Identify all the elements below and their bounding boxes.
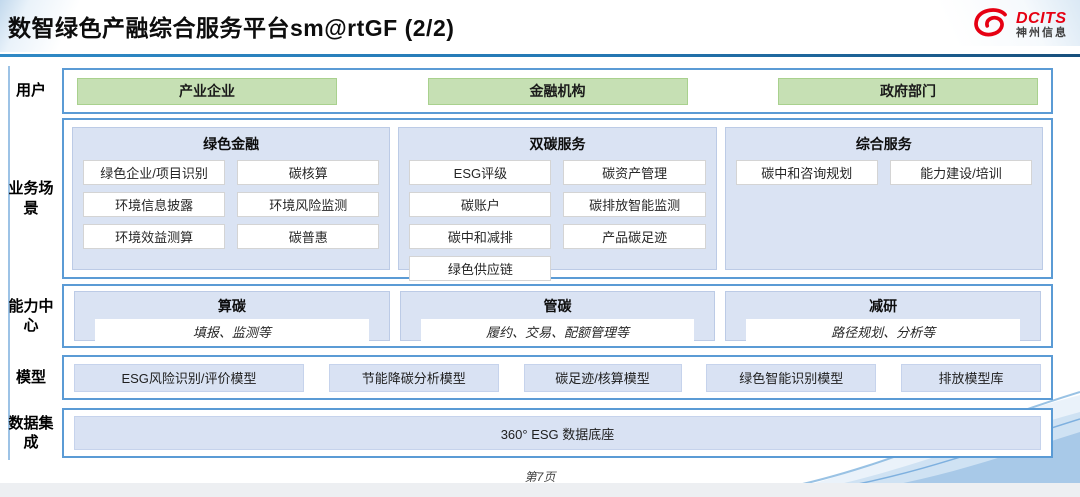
- scenario-item: 能力建设/培训: [889, 160, 1032, 185]
- users-box: 产业企业 金融机构 政府部门: [62, 68, 1053, 114]
- capability-card-desc: 路径规划、分析等: [746, 319, 1021, 343]
- top-right-swoosh-decoration: [780, 0, 1080, 46]
- row-models: 模型 ESG风险识别/评价模型 节能降碳分析模型 碳足迹/核算模型 绿色智能识别…: [0, 355, 1080, 400]
- scenario-item: 环境信息披露: [83, 192, 226, 217]
- user-chip-industry: 产业企业: [77, 77, 337, 105]
- row-label-users: 用户: [15, 82, 46, 100]
- logo-subbrand-label: 神州信息: [1016, 27, 1068, 40]
- model-chip: 节能降碳分析模型: [328, 363, 499, 392]
- row-capability-center: 能力中心 算碳 填报、监测等 管碳 履约、交易、配额管理等 减研 路径规划、分析…: [0, 284, 1080, 348]
- row-label-data-integration: 数据集成: [8, 414, 54, 452]
- scenario-item: 碳排放智能监测: [563, 192, 706, 217]
- model-chip: 碳足迹/核算模型: [523, 363, 682, 392]
- scenario-item: 碳资产管理: [563, 160, 706, 185]
- scenario-col-green-finance: 绿色金融 绿色企业/项目识别 碳核算 环境信息披露 环境风险监测 环境效益测算 …: [72, 127, 391, 270]
- scenario-col-title: 双碳服务: [529, 136, 586, 152]
- row-data-integration: 数据集成 360° ESG 数据底座: [0, 408, 1080, 458]
- capability-card-title: 管碳: [543, 298, 572, 314]
- logo-brand-label: DCITS: [1016, 10, 1067, 28]
- model-chip: ESG风险识别/评价模型: [74, 363, 304, 392]
- model-chip: 排放模型库: [901, 363, 1041, 392]
- scenario-items-grid: ESG评级 碳资产管理 碳账户 碳排放智能监测 碳中和减排 产品碳足迹 绿色供应…: [409, 160, 706, 281]
- scenario-item: 绿色供应链: [409, 256, 552, 281]
- scenario-item: 绿色企业/项目识别: [83, 160, 226, 185]
- capability-card-carbon-management: 管碳 履约、交易、配额管理等: [399, 291, 716, 343]
- model-chip: 绿色智能识别模型: [706, 363, 877, 392]
- capabilities-box: 算碳 填报、监测等 管碳 履约、交易、配额管理等 减研 路径规划、分析等: [62, 284, 1053, 348]
- scenario-item: 碳中和减排: [409, 224, 552, 249]
- dcits-logo: DCITS 神州信息: [969, 8, 1068, 43]
- scenario-item: 碳中和咨询规划: [735, 160, 878, 185]
- dcits-swoosh-icon: [969, 8, 1011, 43]
- capability-card-desc: 履约、交易、配额管理等: [420, 319, 695, 343]
- models-box: ESG风险识别/评价模型 节能降碳分析模型 碳足迹/核算模型 绿色智能识别模型 …: [62, 355, 1053, 400]
- capability-card-reduction-research: 减研 路径规划、分析等: [725, 291, 1042, 343]
- user-chip-finance: 金融机构: [427, 77, 688, 105]
- esg-data-base-bar: 360° ESG 数据底座: [74, 416, 1041, 450]
- row-users: 用户 产业企业 金融机构 政府部门: [0, 68, 1080, 114]
- capability-card-title: 减研: [869, 298, 898, 314]
- scenario-col-comprehensive: 综合服务 碳中和咨询规划 能力建设/培训: [724, 127, 1043, 270]
- scenario-col-title: 绿色金融: [203, 136, 260, 152]
- scenario-item: 环境风险监测: [237, 192, 380, 217]
- dcits-logo-text: DCITS 神州信息: [1016, 11, 1068, 39]
- top-left-swoosh-decoration: [0, 0, 190, 52]
- scenario-item: 碳账户: [409, 192, 552, 217]
- page-number: 第7页: [524, 470, 556, 484]
- scenario-item: ESG评级: [409, 160, 552, 185]
- user-chip-government: 政府部门: [778, 77, 1038, 105]
- capability-card-desc: 填报、监测等: [95, 319, 369, 343]
- scenarios-box: 绿色金融 绿色企业/项目识别 碳核算 环境信息披露 环境风险监测 环境效益测算 …: [62, 118, 1053, 281]
- data-integration-box: 360° ESG 数据底座: [62, 408, 1053, 458]
- page-title: 数智绿色产融综合服务平台sm@rtGF (2/2): [8, 15, 455, 41]
- title-underline-rule: [0, 54, 1080, 57]
- scenario-col-title: 综合服务: [855, 136, 912, 152]
- scenario-item: 产品碳足迹: [563, 224, 706, 249]
- capability-card-title: 算碳: [217, 298, 246, 314]
- row-label-models: 模型: [15, 368, 46, 386]
- bottom-strip: [0, 483, 1080, 497]
- scenario-item: 环境效益测算: [83, 224, 226, 249]
- capability-card-carbon-accounting: 算碳 填报、监测等: [74, 291, 390, 343]
- scenario-item: 碳普惠: [237, 224, 380, 249]
- row-label-business-scenarios: 业务场景: [8, 180, 54, 217]
- row-business-scenarios: 业务场景 绿色金融 绿色企业/项目识别 碳核算 环境信息披露 环境风险监测 环境…: [0, 118, 1080, 281]
- scenario-items-grid: 碳中和咨询规划 能力建设/培训: [735, 160, 1032, 185]
- row-label-capability-center: 能力中心: [8, 297, 54, 335]
- scenario-items-grid: 绿色企业/项目识别 碳核算 环境信息披露 环境风险监测 环境效益测算 碳普惠: [83, 160, 380, 249]
- left-accent-line: [8, 66, 10, 460]
- scenario-item: 碳核算: [237, 160, 380, 185]
- scenario-col-dual-carbon: 双碳服务 ESG评级 碳资产管理 碳账户 碳排放智能监测 碳中和减排 产品碳足迹…: [398, 127, 717, 281]
